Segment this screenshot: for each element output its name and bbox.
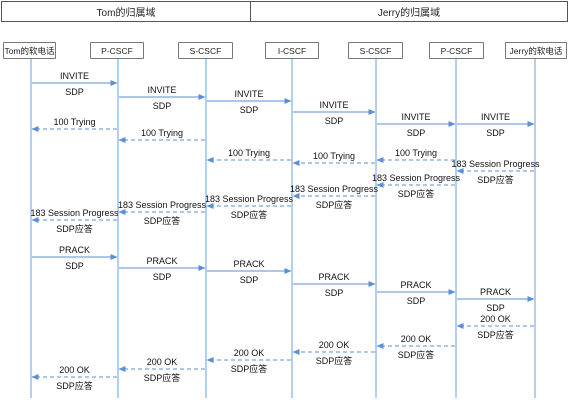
message-arrow: 100 Trying	[292, 151, 375, 166]
message-payload: SDP	[153, 272, 172, 282]
message-payload: SDP应答	[144, 215, 181, 226]
message-label: 183 Session Progress	[30, 208, 119, 218]
message-arrow: PRACK SDP	[207, 259, 292, 285]
message-payload: SDP	[153, 101, 172, 111]
message-label: 200 OK	[234, 348, 265, 358]
message-label: INVITE	[234, 89, 263, 99]
message-label: PRACK	[59, 245, 90, 255]
message-label: INVITE	[319, 100, 348, 110]
message-arrow: INVITE SDP	[457, 112, 535, 138]
message-arrow: PRACK SDP	[119, 256, 206, 282]
message-arrow: INVITE SDP	[32, 71, 118, 97]
message-payload: SDP应答	[316, 199, 353, 210]
message-payload: SDP	[240, 105, 259, 115]
message-arrow: PRACK SDP	[377, 280, 456, 306]
message-arrow: 200 OK SDP应答	[31, 365, 117, 391]
message-arrow: 200 OK SDP应答	[206, 348, 291, 374]
entity-tom-softphone: Tom的软电话	[3, 42, 56, 59]
message-arrow: INVITE SDP	[119, 85, 206, 111]
message-label: 183 Session Progress	[451, 159, 540, 169]
message-payload: SDP应答	[231, 209, 268, 220]
message-payload: SDP应答	[477, 329, 514, 340]
message-label: PRACK	[146, 256, 177, 266]
message-label: 183 Session Progress	[205, 194, 294, 204]
message-label: 100 Trying	[313, 151, 355, 161]
message-payload: SDP	[240, 275, 259, 285]
message-label: 100 Trying	[53, 117, 95, 127]
message-payload: SDP	[65, 261, 84, 271]
entity-jerry-softphone: Jerry的软电话	[505, 42, 567, 59]
message-arrow: 200 OK SDP应答	[456, 314, 534, 340]
message-label: INVITE	[147, 85, 176, 95]
message-payload: SDP	[486, 303, 505, 313]
message-payload: SDP	[486, 128, 505, 138]
message-label: 183 Session Progress	[372, 173, 461, 183]
message-payload: SDP应答	[398, 188, 435, 199]
message-arrow: 100 Trying	[31, 117, 117, 132]
message-payload: SDP应答	[231, 363, 268, 374]
entity-s-cscf-tom: S-CSCF	[178, 42, 233, 59]
message-label: 100 Trying	[228, 148, 270, 158]
message-arrow: 200 OK SDP应答	[292, 340, 375, 366]
message-arrow: PRACK SDP	[457, 287, 535, 313]
message-payload: SDP应答	[477, 174, 514, 185]
domain-header-jerry: Jerry的归属域	[250, 1, 568, 22]
message-arrow: 200 OK SDP应答	[376, 334, 455, 360]
entity-p-cscf-jerry: P-CSCF	[429, 42, 484, 59]
message-label: 200 OK	[59, 365, 90, 375]
message-payload: SDP应答	[144, 372, 181, 383]
message-arrow: 100 Trying	[118, 128, 205, 143]
message-arrow: INVITE SDP	[293, 100, 376, 126]
message-label: INVITE	[401, 112, 430, 122]
message-arrow: 200 OK SDP应答	[118, 357, 205, 383]
message-label: 200 OK	[319, 340, 350, 350]
message-label: 200 OK	[480, 314, 511, 324]
message-arrow: 100 Trying	[206, 148, 291, 163]
message-payload: SDP	[65, 87, 84, 97]
message-payload: SDP应答	[316, 355, 353, 366]
message-label: 200 OK	[147, 357, 178, 367]
entity-p-cscf-tom: P-CSCF	[90, 42, 144, 59]
message-arrow: 100 Trying	[376, 148, 455, 163]
message-arrow: INVITE SDP	[207, 89, 292, 115]
message-payload: SDP应答	[56, 223, 93, 234]
entity-s-cscf-jerry: S-CSCF	[348, 42, 403, 59]
message-payload: SDP	[407, 296, 426, 306]
message-label: 100 Trying	[395, 148, 437, 158]
message-label: 183 Session Progress	[290, 184, 379, 194]
message-label: PRACK	[233, 259, 264, 269]
message-arrow: PRACK SDP	[32, 245, 118, 271]
message-label: PRACK	[400, 280, 431, 290]
message-label: PRACK	[318, 272, 349, 282]
message-payload: SDP应答	[398, 349, 435, 360]
message-label: 200 OK	[401, 334, 432, 344]
message-label: 183 Session Progress	[118, 200, 207, 210]
message-label: 100 Trying	[141, 128, 183, 138]
message-payload: SDP应答	[56, 380, 93, 391]
message-arrow: INVITE SDP	[377, 112, 456, 138]
message-payload: SDP	[407, 128, 426, 138]
message-label: INVITE	[481, 112, 510, 122]
message-label: INVITE	[60, 71, 89, 81]
message-payload: SDP	[325, 288, 344, 298]
entity-i-cscf: I-CSCF	[265, 42, 319, 59]
message-payload: SDP	[325, 116, 344, 126]
message-label: PRACK	[480, 287, 511, 297]
message-arrow: PRACK SDP	[293, 272, 376, 298]
